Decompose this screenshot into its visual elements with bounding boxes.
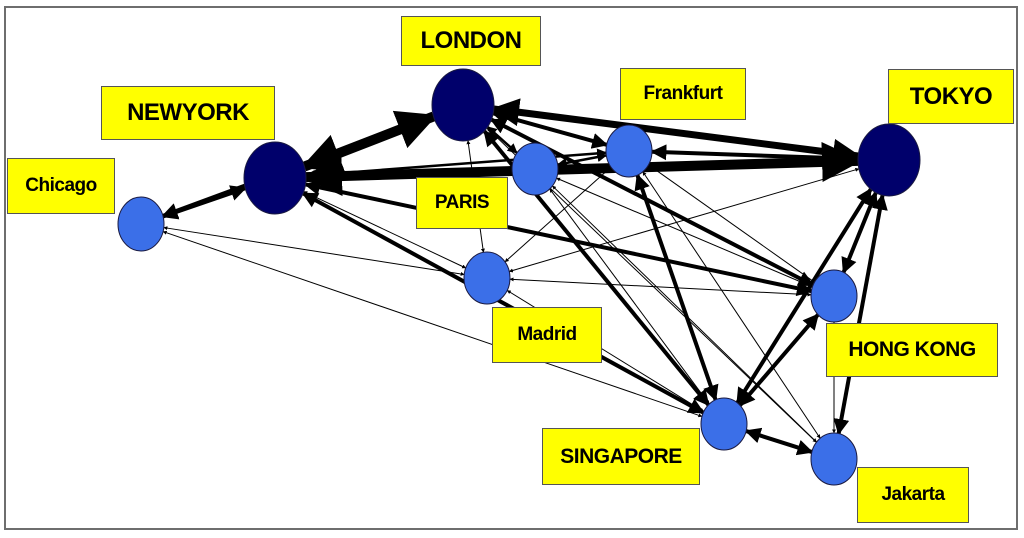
label-singapore: SINGAPORE (542, 428, 700, 485)
node-singapore (700, 397, 748, 451)
label-frankfurt: Frankfurt (620, 68, 746, 120)
node-london (431, 68, 495, 142)
node-frankfurt (605, 124, 653, 178)
edge-hongkong-singapore (738, 313, 820, 407)
label-chicago: Chicago (7, 158, 115, 214)
node-newyork (243, 141, 307, 215)
label-hongkong: HONG KONG (826, 323, 998, 377)
label-london: LONDON (401, 16, 541, 66)
label-jakarta: Jakarta (857, 467, 969, 523)
label-madrid: Madrid (492, 307, 602, 363)
label-tokyo: TOKYO (888, 69, 1014, 124)
edge-chicago-madrid (163, 226, 465, 276)
node-chicago (117, 196, 165, 252)
node-layer (117, 68, 921, 486)
label-newyork: NEWYORK (101, 86, 275, 140)
edge-frankfurt-jakarta (642, 171, 821, 439)
node-paris (511, 142, 559, 196)
label-paris: PARIS (416, 177, 508, 229)
edge-madrid-tokyo (508, 167, 860, 273)
edge-paris-newyork (305, 167, 513, 179)
node-hongkong (810, 269, 858, 323)
node-madrid (463, 251, 511, 305)
edge-paris-hongkong (556, 177, 813, 288)
edge-tokyo-jakarta (833, 193, 888, 436)
edge-chicago-singapore (162, 230, 703, 418)
node-tokyo (857, 123, 921, 197)
edge-singapore-jakarta (744, 427, 814, 456)
node-jakarta (810, 432, 858, 486)
